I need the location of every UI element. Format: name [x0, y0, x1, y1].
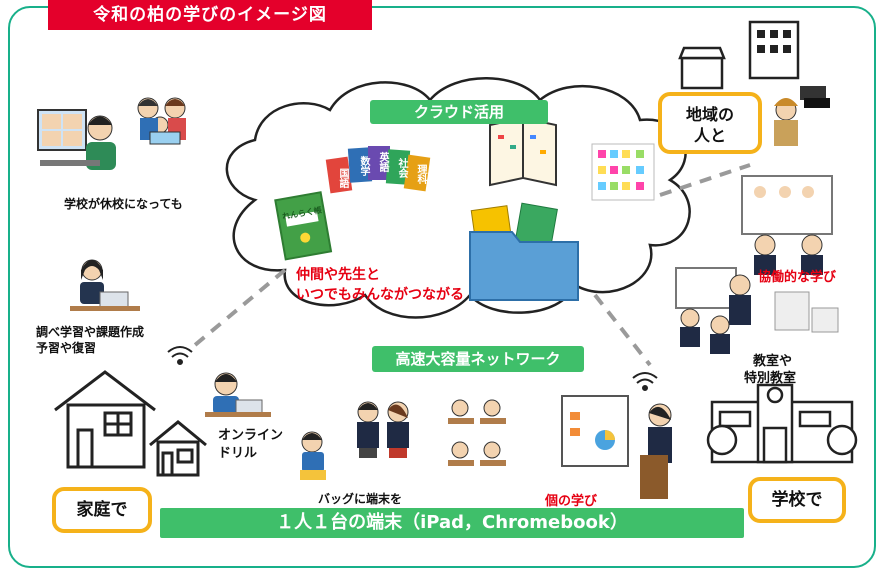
cloud-caption-line2: いつでもみんながつながる — [296, 287, 464, 303]
house-icon — [54, 370, 207, 477]
subject-label: 数学 — [358, 156, 369, 176]
connector-home — [193, 268, 287, 347]
community-label-line2: 人と — [693, 126, 726, 145]
subject-books-icon — [325, 146, 431, 194]
collaborative-learning-label: 協働的な学び — [758, 270, 837, 285]
device-banner: １人１台の端末（iPad，Chromebook） — [160, 508, 744, 538]
classroom-desks-icon — [448, 399, 506, 466]
family-pc-icon — [137, 97, 186, 145]
subject-label: 社会 — [396, 158, 407, 178]
open-book-icon — [489, 116, 557, 187]
subject-label: 国語 — [337, 168, 348, 188]
community-label-line1: 地域の — [685, 105, 734, 124]
wifi-icon — [167, 346, 658, 391]
connector-lines — [193, 163, 751, 367]
online-drill-label-line2: ドリル — [218, 446, 258, 461]
connector-school — [593, 293, 652, 367]
walking-kids-icon — [300, 401, 409, 480]
sticky-board-icon — [591, 143, 655, 201]
study-girl-icon — [70, 259, 140, 311]
collaborative-icon — [675, 175, 839, 354]
classroom-label-line2: 特別教室 — [744, 371, 797, 386]
school-building-icon — [706, 383, 858, 464]
individual-learning-label: 個の学び — [545, 494, 598, 509]
connector-community — [659, 163, 751, 197]
subject-label: 理科 — [415, 164, 426, 184]
school-closed-label: 学校が休校になっても — [64, 197, 183, 211]
online-drill-label-line1: オンライン — [218, 428, 284, 443]
page-title: 令和の柏の学びのイメージ図 — [48, 0, 372, 30]
community-box: 地域の 人と — [658, 92, 762, 154]
bag-label: バッグに端末を — [318, 492, 403, 506]
video-meeting-icon — [37, 109, 116, 170]
school-box: 学校で — [748, 477, 846, 523]
home-box: 家庭で — [52, 487, 152, 533]
network-banner: 高速大容量ネットワーク — [372, 346, 584, 372]
notebook-icon — [274, 191, 333, 261]
cloud-caption-line1: 仲間や先生と — [296, 267, 380, 283]
subject-label: 英語 — [377, 152, 388, 172]
community-icon — [678, 20, 830, 146]
classroom-label-line1: 教室や — [753, 354, 793, 369]
cloud-usage-banner: クラウド活用 — [370, 100, 548, 124]
research-label-line2: 予習や復習 — [36, 341, 97, 355]
teacher-screen-icon — [561, 395, 672, 499]
drill-boy-icon — [205, 372, 271, 417]
research-label-line1: 調べ学習や課題作成 — [36, 325, 145, 339]
folder-icon — [469, 202, 579, 301]
